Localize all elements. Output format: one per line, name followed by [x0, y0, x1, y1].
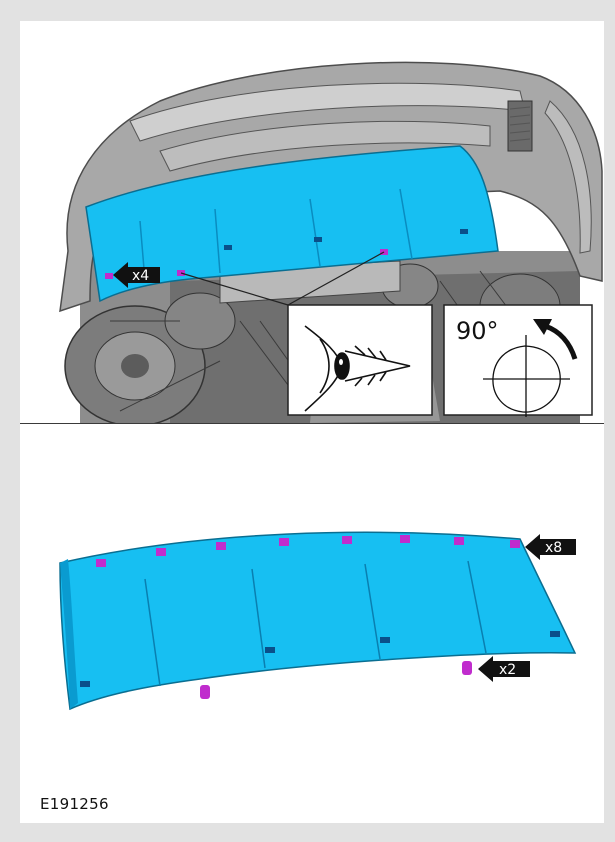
- svg-text:x8: x8: [545, 540, 562, 556]
- callout-x4: x4: [113, 262, 160, 288]
- figure-id: E191256: [40, 795, 109, 813]
- vehicle-underside-view: x4 90°: [59, 61, 603, 423]
- svg-text:x2: x2: [499, 662, 516, 678]
- undertray-removed-view: x8 x2: [59, 531, 577, 711]
- svg-text:x4: x4: [132, 268, 149, 284]
- inspection-inset: [287, 304, 433, 416]
- rotation-inset: 90°: [443, 304, 593, 417]
- rotation-arrow-icon: [533, 319, 578, 360]
- undertray-panel: [59, 531, 577, 711]
- section-divider: [20, 423, 604, 424]
- callout-x2: x2: [478, 656, 530, 682]
- eye-icon: [304, 325, 411, 412]
- rotation-dial: [483, 335, 570, 417]
- leader-lines: [180, 251, 385, 306]
- rotation-angle-label: 90°: [456, 317, 499, 345]
- fastener-markers-bottom: [96, 535, 520, 699]
- illustration-frame: x4 90°: [20, 21, 604, 823]
- callout-x8: x8: [525, 534, 576, 560]
